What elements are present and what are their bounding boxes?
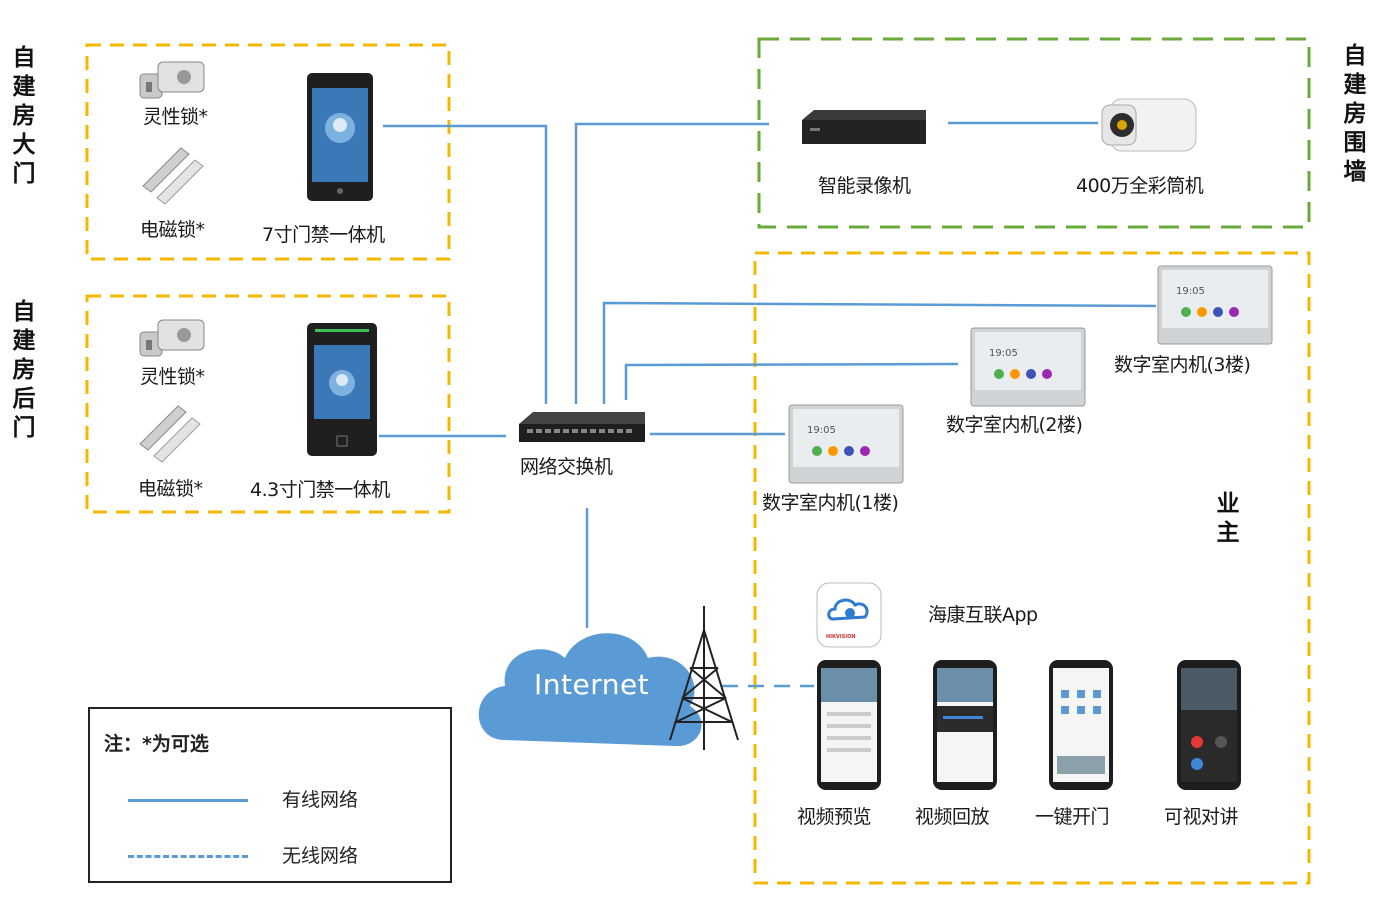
smart-lock-icon xyxy=(139,61,205,99)
screen-time: 19:05 xyxy=(807,425,836,436)
app-logo-text: HIKVISION xyxy=(826,634,856,640)
phone-label: 视频回放 xyxy=(915,806,990,828)
phone-playback-icon xyxy=(933,660,997,790)
legend-box: 注：*为可选 有线网络 无线网络 xyxy=(88,707,452,883)
magnetic-lock-icon xyxy=(139,405,201,463)
wall-title: 自建房围墙 xyxy=(1343,43,1367,185)
legend-wired-line xyxy=(128,799,248,802)
smart-lock-label: 灵性锁* xyxy=(143,106,208,128)
screen-time: 19:05 xyxy=(1176,286,1205,297)
internet-cloud-icon xyxy=(478,633,702,747)
indoor-monitor-2f-label: 数字室内机(2楼) xyxy=(946,414,1083,436)
hik-connect-app-icon xyxy=(816,582,882,648)
magnetic-lock-label: 电磁锁* xyxy=(140,219,205,241)
wired-links xyxy=(379,121,1157,628)
smart-lock-label: 灵性锁* xyxy=(140,366,205,388)
owner-title: 业主 xyxy=(1216,491,1240,546)
legend-wired-label: 有线网络 xyxy=(282,789,359,811)
internet-label: Internet xyxy=(534,668,650,701)
legend-wireless-line xyxy=(128,855,248,858)
nvr-icon xyxy=(802,110,926,144)
access-terminal-7inch-label: 7寸门禁一体机 xyxy=(262,224,385,246)
switch-label: 网络交换机 xyxy=(520,456,613,478)
back-gate-frame xyxy=(85,294,451,514)
network-switch-icon xyxy=(519,412,645,442)
indoor-monitor-3f-icon xyxy=(1157,265,1273,345)
smart-lock-icon xyxy=(139,319,205,357)
cell-tower-icon xyxy=(669,606,739,750)
indoor-monitor-2f-icon xyxy=(970,327,1086,407)
phone-label: 一键开门 xyxy=(1035,806,1110,828)
access-terminal-43inch-icon xyxy=(307,323,377,456)
app-label: 海康互联App xyxy=(928,604,1038,626)
screen-time: 19:05 xyxy=(989,348,1018,359)
access-terminal-43inch-label: 4.3寸门禁一体机 xyxy=(250,479,390,501)
phone-label: 可视对讲 xyxy=(1164,806,1239,828)
phone-preview-icon xyxy=(817,660,881,790)
front-gate-frame xyxy=(85,43,451,261)
wall-frame xyxy=(757,37,1311,229)
indoor-monitor-1f-icon xyxy=(788,404,904,484)
owner-frame xyxy=(753,251,1311,885)
camera-label: 400万全彩筒机 xyxy=(1076,175,1204,197)
back-gate-title: 自建房后门 xyxy=(12,299,36,441)
phone-label: 视频预览 xyxy=(797,806,872,828)
magnetic-lock-label: 电磁锁* xyxy=(138,478,203,500)
bullet-camera-icon xyxy=(1101,98,1197,152)
access-terminal-7inch-icon xyxy=(307,73,373,201)
magnetic-lock-icon xyxy=(142,147,204,205)
front-gate-title: 自建房大门 xyxy=(12,45,36,187)
indoor-monitor-1f-label: 数字室内机(1楼) xyxy=(762,492,899,514)
legend-wireless-label: 无线网络 xyxy=(282,845,359,867)
indoor-monitor-3f-label: 数字室内机(3楼) xyxy=(1114,354,1251,376)
legend-note: 注：*为可选 xyxy=(104,733,209,755)
nvr-label: 智能录像机 xyxy=(818,175,911,197)
phone-intercom-icon xyxy=(1177,660,1241,790)
phone-unlock-icon xyxy=(1049,660,1113,790)
